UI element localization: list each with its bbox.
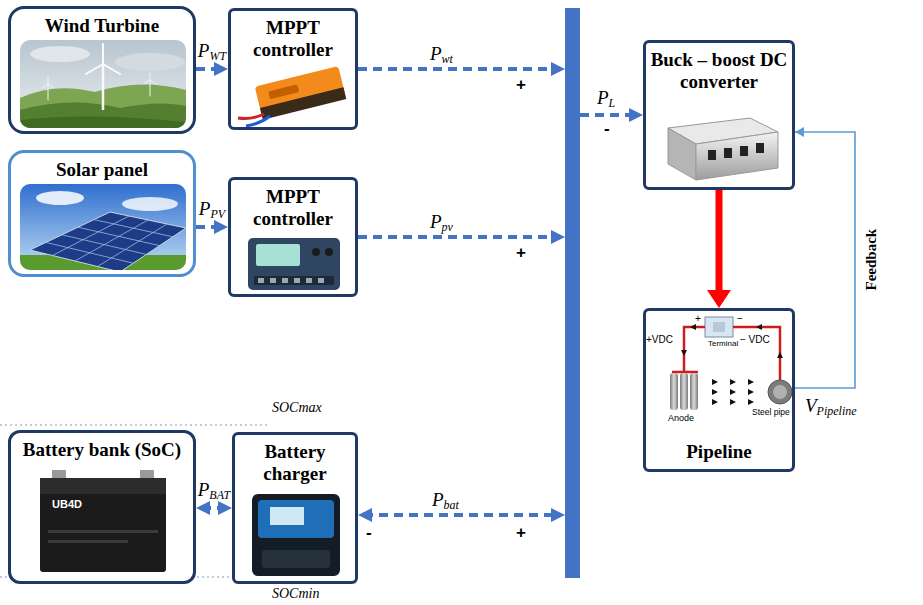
mppt-controller-photo [238,66,346,126]
cathodic-protection-sketch [670,317,792,410]
power-label: Pbat [432,488,459,514]
converter-box: Buck – boost DC converter [643,40,795,190]
connector [716,190,723,296]
terminal-label: − VDC [740,334,770,346]
power-label: Ppv [430,210,453,236]
part-label: Steel pipe [752,408,790,418]
polarity-sign: + [516,524,526,543]
connector [196,225,222,229]
soc-limit: SOCmax [272,400,322,415]
terminal-label: Terminal [708,339,738,348]
battery-charger-photo [252,494,340,576]
polarity-sign: - [604,120,610,139]
node-title: MPPT controller [235,17,351,61]
solar-controller-photo [248,238,340,290]
bus-power-arrow [358,69,637,515]
controller-box: MPPT controller [228,8,358,130]
polarity-sign: + [516,244,526,263]
dc-bus-bar [565,8,580,578]
feedback-label: Feedback [863,229,880,291]
node-title: Battery bank (SoC) [23,439,181,461]
power-label: PL [597,86,615,112]
node-title: Pipeline [686,441,751,463]
storage-box: Battery bank (SoC) [8,430,196,584]
node-title: Solar panel [56,159,148,181]
source-box: Solar panel [8,150,196,277]
part-label: Anode [668,413,694,423]
voltage-label: VPipeline [805,394,857,420]
pipeline-box: Pipeline [643,308,795,472]
soc-limit: SOCmin [272,586,319,601]
charger-box: Battery charger [232,432,358,584]
brand-label: UB4D [52,498,82,510]
power-label: PBAT [198,478,231,504]
solar-panel-photo [20,184,186,270]
battery-photo [40,470,166,572]
terminal-label: +VDC [646,334,673,346]
connector [795,132,855,388]
polarity-sign: + [695,313,701,325]
node-title: Wind Turbine [45,15,159,37]
polarity-sign: - [366,524,372,543]
connector [202,506,226,510]
controller-box: MPPT controller [228,177,358,297]
converter-photo [668,118,778,180]
source-box: Wind Turbine [8,6,196,134]
wind-farm-photo [20,40,186,128]
node-title: MPPT controller [235,186,351,230]
power-label: PWT [198,39,226,65]
power-label: PPV [199,197,225,223]
node-title: Battery charger [239,441,351,485]
power-label: Pwt [430,42,453,68]
soc-limit-line [0,425,268,577]
node-title: Buck – boost DC converter [650,49,788,93]
connector [196,67,222,71]
polarity-sign: + [516,76,526,95]
polarity-sign: − [737,313,743,325]
